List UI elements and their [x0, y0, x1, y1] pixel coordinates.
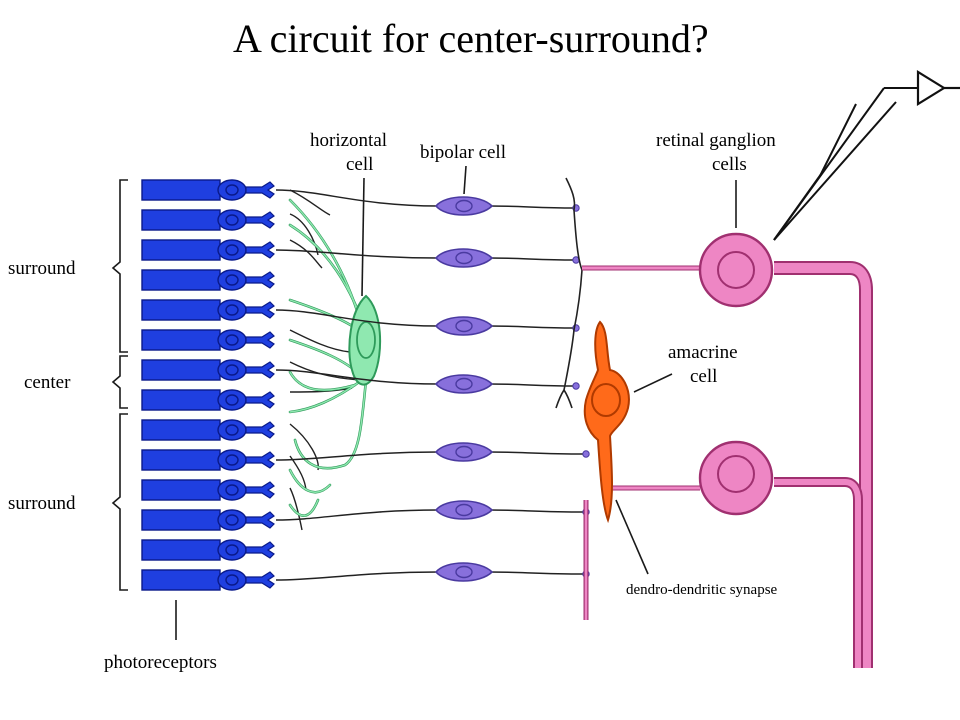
- dendro-synapse-pointer: [615, 499, 649, 575]
- ganglion-top-soma: [698, 232, 774, 308]
- bipolar-cell: [434, 442, 494, 462]
- photoreceptor-column: [141, 179, 275, 591]
- ganglion-top-nucleus: [717, 251, 755, 289]
- ganglion-cell-bottom: [583, 440, 863, 668]
- bipolar-dendrite: [275, 509, 439, 521]
- amacrine-cell-pointer: [633, 373, 673, 393]
- bipolar-cell: [434, 500, 494, 520]
- bipolar-cell: [434, 562, 494, 582]
- center-bracket: [111, 355, 128, 409]
- amacrine-cell-body: [583, 320, 630, 524]
- amacrine-cell: [583, 320, 630, 524]
- bipolar-cell: [434, 248, 494, 268]
- bipolar-dendrite: [275, 309, 439, 327]
- ganglion-bottom-soma: [698, 440, 774, 516]
- bipolar-axon: [489, 571, 585, 575]
- bipolar-dendrite: [275, 571, 439, 581]
- bipolar-cell-label: bipolar cell: [420, 142, 506, 163]
- horizontal-cell-pointer: [361, 177, 365, 297]
- horizontal-cell-label-line1: horizontal: [310, 130, 387, 151]
- horizontal-cell-label-line2: cell: [346, 154, 373, 175]
- dendro-synapse-label: dendro-dendritic synapse: [626, 582, 778, 598]
- surround-bottom-bracket: [111, 413, 128, 591]
- amplifier-icon: [916, 70, 960, 106]
- bipolar-cell-pointer: [463, 165, 467, 195]
- photoreceptor: [141, 419, 275, 441]
- photoreceptor: [141, 479, 275, 501]
- photoreceptor: [141, 449, 275, 471]
- center-label: center: [24, 372, 71, 393]
- photoreceptor: [141, 209, 275, 231]
- amacrine-cell-label-line1: amacrine: [668, 342, 738, 363]
- photoreceptor: [141, 269, 275, 291]
- photoreceptor: [141, 179, 275, 201]
- bipolar-cell-column: [434, 196, 494, 582]
- photoreceptor: [141, 359, 275, 381]
- bipolar-axon: [489, 205, 575, 209]
- photoreceptor: [141, 569, 275, 591]
- bipolar-dendrite: [275, 451, 439, 461]
- surround-top-label: surround: [8, 258, 76, 279]
- surround-top-bracket: [111, 179, 128, 353]
- ganglion-cell-label-line1: retinal ganglion: [656, 130, 776, 151]
- recording-electrode: [773, 87, 918, 241]
- bipolar-terminal: [572, 382, 580, 390]
- ganglion-bottom-nucleus: [717, 455, 755, 493]
- bipolar-dendrite: [275, 249, 439, 259]
- bipolar-cell: [434, 374, 494, 394]
- photoreceptor: [141, 389, 275, 411]
- ganglion-cell-label-line2: cells: [712, 154, 747, 175]
- bipolar-cell: [434, 196, 494, 216]
- bipolar-cell: [434, 316, 494, 336]
- bipolar-axon: [489, 509, 585, 513]
- amacrine-cell-label-line2: cell: [690, 366, 717, 387]
- bipolar-dendrite: [275, 369, 439, 385]
- bipolar-axon: [489, 451, 585, 455]
- bipolar-axon: [489, 325, 575, 329]
- horizontal-cell-nucleus: [356, 321, 376, 359]
- photoreceptor: [141, 239, 275, 261]
- bipolar-terminal: [582, 450, 590, 458]
- bipolar-axon: [489, 383, 575, 387]
- photoreceptor: [141, 509, 275, 531]
- bipolar-cell-processes: [275, 189, 590, 581]
- page-title: A circuit for center-surround?: [233, 16, 709, 61]
- ganglion-cell-top: [582, 232, 873, 668]
- horizontal-cell-soma: [348, 294, 382, 386]
- photoreceptors-label: photoreceptors: [104, 652, 217, 673]
- bipolar-axon: [489, 257, 575, 261]
- ganglion-dendritic-tree: [555, 177, 583, 409]
- photoreceptor: [141, 539, 275, 561]
- photoreceptor: [141, 299, 275, 321]
- photoreceptor: [141, 329, 275, 351]
- surround-bottom-label: surround: [8, 493, 76, 514]
- horizontal-cell: [288, 177, 382, 517]
- amacrine-cell-nucleus: [591, 383, 621, 417]
- bipolar-dendrite: [275, 189, 439, 207]
